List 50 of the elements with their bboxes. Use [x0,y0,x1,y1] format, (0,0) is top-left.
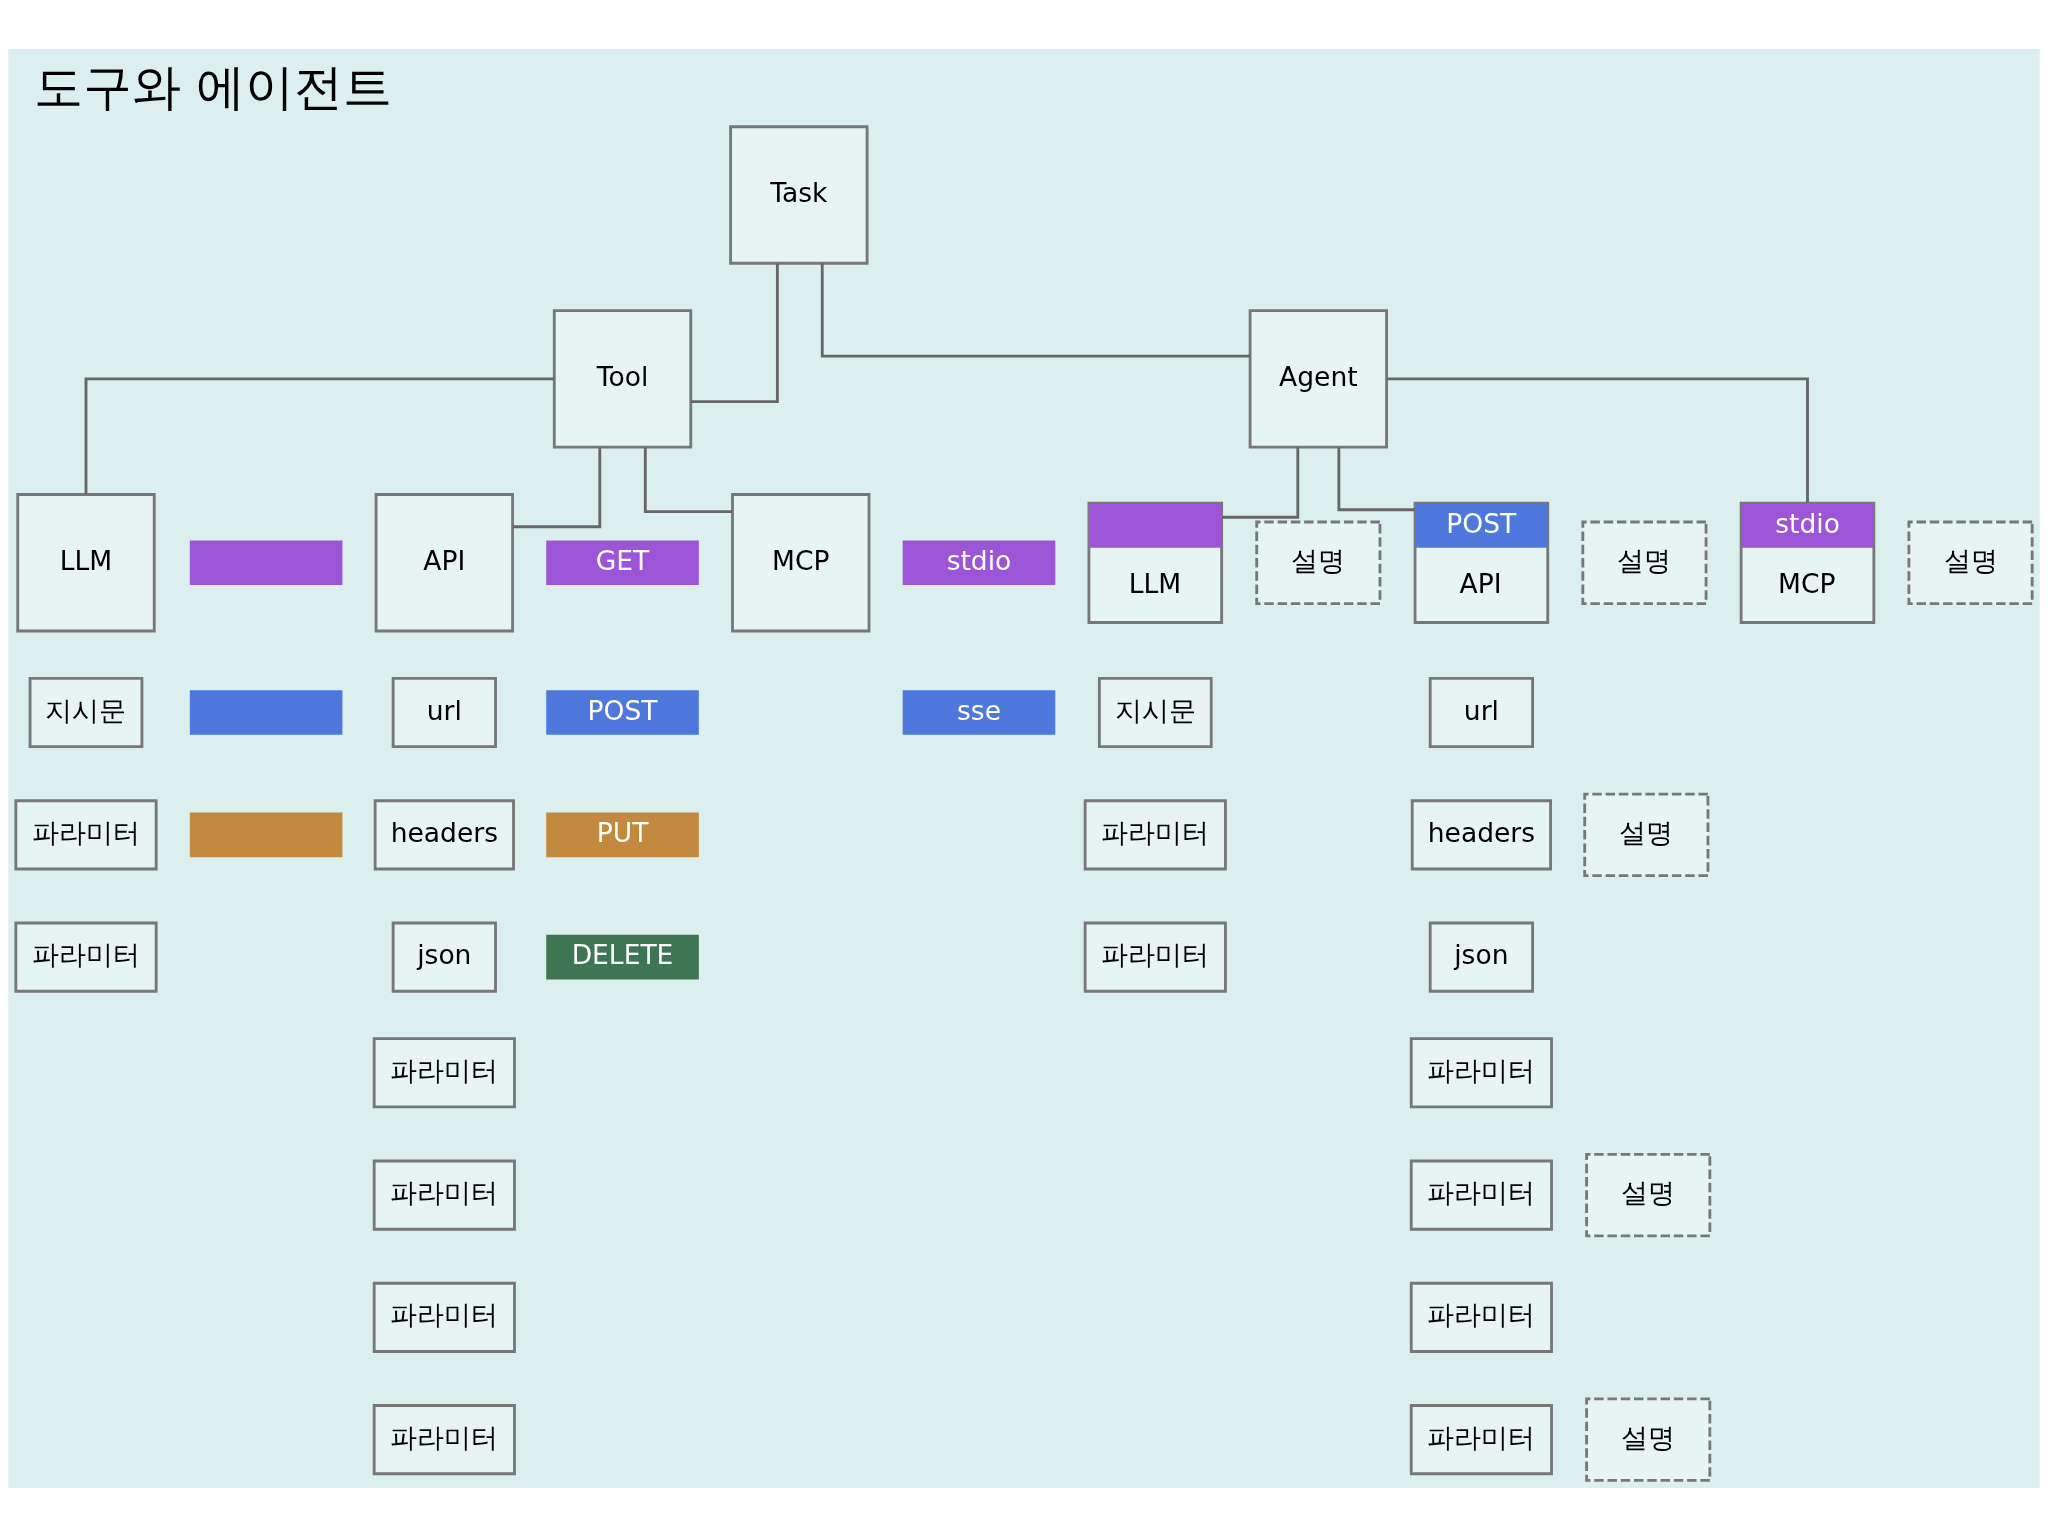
node-box: stdio [902,540,1056,585]
connector [512,447,602,528]
node-box: url [1428,676,1534,748]
node-box: DELETE [546,934,699,979]
node-box: 파라미터 [372,1159,516,1231]
node-box: LLM [16,492,156,632]
node-box: 파라미터 [1083,798,1227,870]
node-box: 설명 [1255,520,1382,605]
connector [690,263,779,403]
node-box: POST [546,689,699,735]
node-box: MCP [731,492,871,632]
connector [84,376,555,494]
node-box: Agent [1248,308,1388,449]
node-box: 설명 [1585,1396,1712,1482]
node-box: 설명 [1581,520,1708,605]
node-box: 파라미터 [372,1403,516,1475]
connector [1337,446,1415,511]
connector [1386,376,1809,503]
node-box: 파라미터 [1083,921,1227,993]
node-box: Tool [552,308,693,449]
node-box: 설명 [1907,520,2034,605]
node-box: 파라미터 [14,798,158,870]
node-box: json [391,921,497,993]
node-box: API [374,492,514,632]
node-box: 지시문 [28,676,144,748]
node-box: headers [373,798,515,870]
node-box: GET [546,540,699,585]
node-box: 파라미터 [372,1281,516,1353]
node-box: headers [1410,798,1552,870]
node-box [189,540,343,585]
node-box [189,689,343,735]
node-box: json [1428,921,1534,993]
node-box: 설명 [1585,1152,1712,1237]
node-box: 파라미터 [14,921,158,993]
connector [1222,446,1300,519]
node-box: 파라미터 [1409,1159,1553,1231]
diagram-title: 도구와 에이전트 [33,57,393,116]
node-box: 파라미터 [1409,1036,1553,1108]
node-box: 설명 [1583,792,1710,877]
node-box: 파라미터 [1409,1281,1553,1353]
node-box: url [391,676,497,748]
node-box: Task [729,124,869,265]
node-box [189,812,343,857]
node-box: 지시문 [1097,676,1213,748]
connector [643,447,733,513]
connector [820,262,1250,358]
node-box: 파라미터 [1409,1403,1553,1475]
node-box: 파라미터 [372,1036,516,1108]
node-box: PUT [546,812,699,857]
node-box: sse [902,689,1056,735]
